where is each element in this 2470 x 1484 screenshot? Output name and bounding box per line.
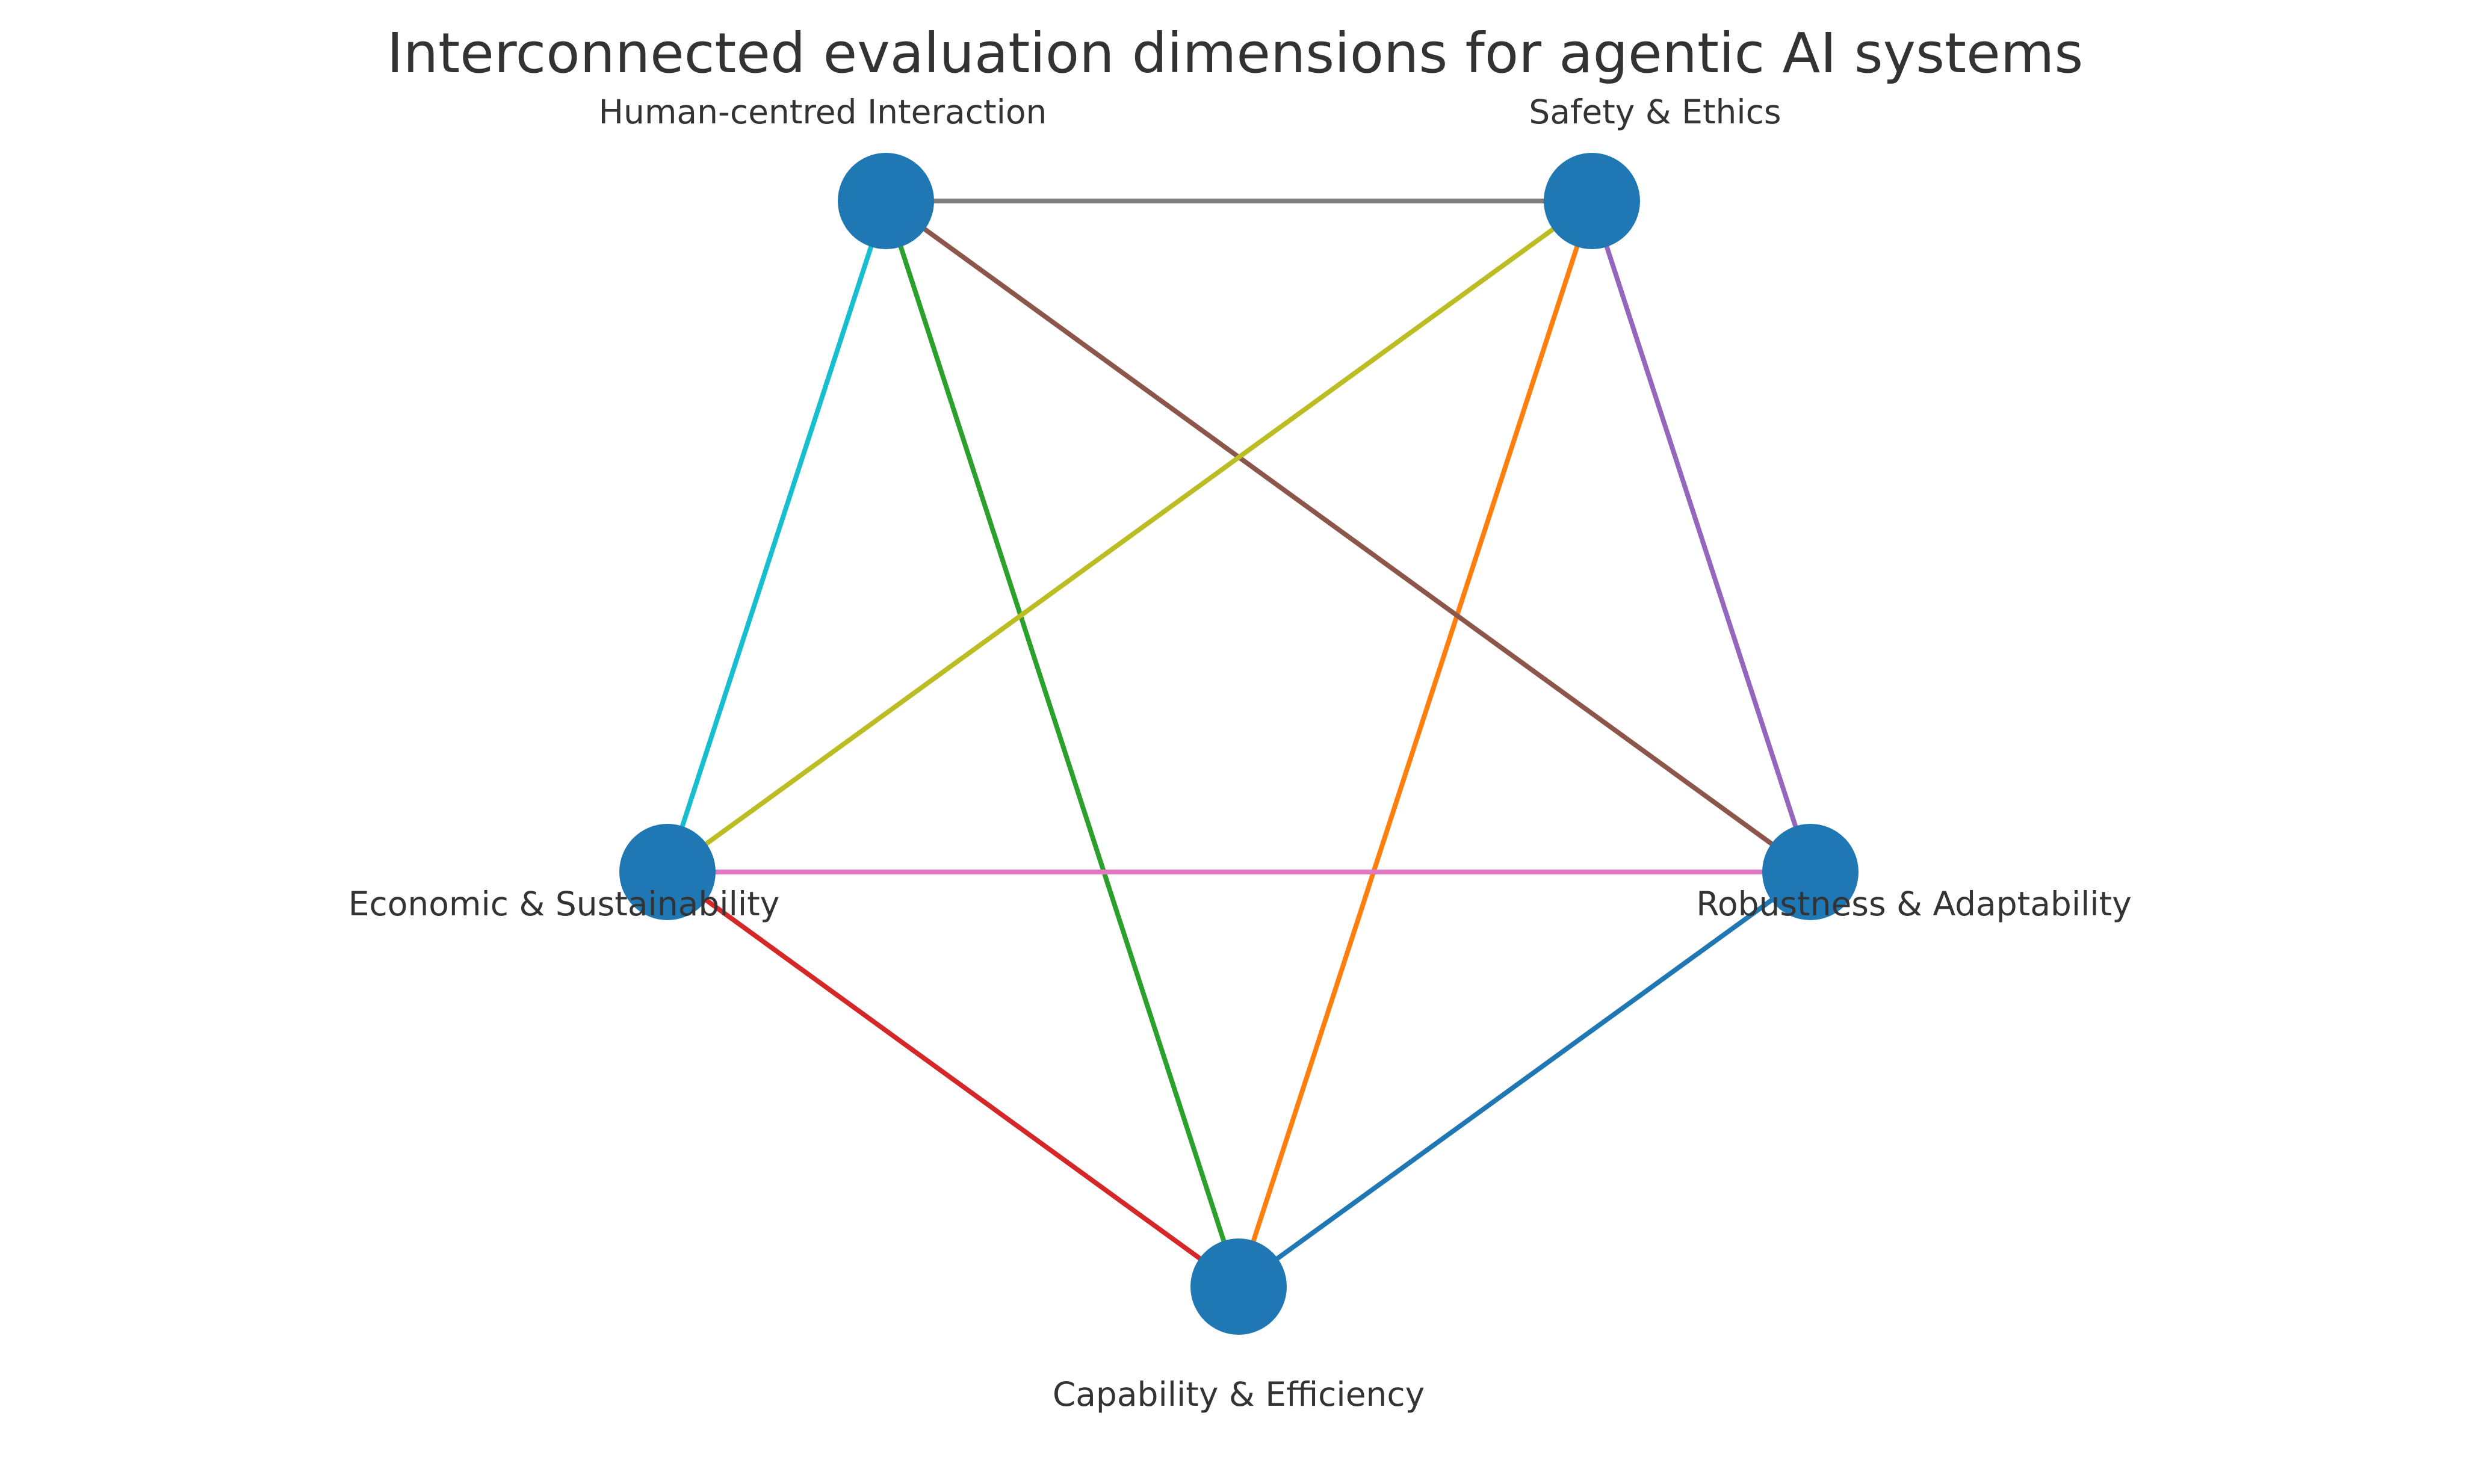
nodes-layer [619,153,1859,1335]
edge-human-economic [665,199,888,874]
edge-robustness-safety [1589,199,1813,874]
edge-capability-economic [665,870,1241,1289]
node-label-human: Human-centred Interaction [599,93,1047,131]
node-capability [1190,1238,1287,1335]
edge-capability-human [884,199,1241,1289]
node-label-economic: Economic & Sustainability [348,885,780,923]
node-safety [1544,153,1640,249]
node-robustness [1762,824,1859,920]
diagram-title: Interconnected evaluation dimensions for… [387,21,2084,85]
labels-layer: Human-centred Interaction Safety & Ethics… [348,93,2132,1414]
node-economic [619,824,716,920]
edge-safety-economic [665,199,1594,874]
node-label-safety: Safety & Ethics [1529,93,1781,131]
edge-robustness-human [884,199,1813,874]
node-human [838,153,934,249]
node-label-robustness: Robustness & Adaptability [1696,885,2132,923]
node-label-capability: Capability & Efficiency [1053,1375,1425,1414]
edge-capability-safety [1236,199,1594,1289]
edges-layer [665,199,1813,1289]
edge-capability-robustness [1236,870,1813,1289]
